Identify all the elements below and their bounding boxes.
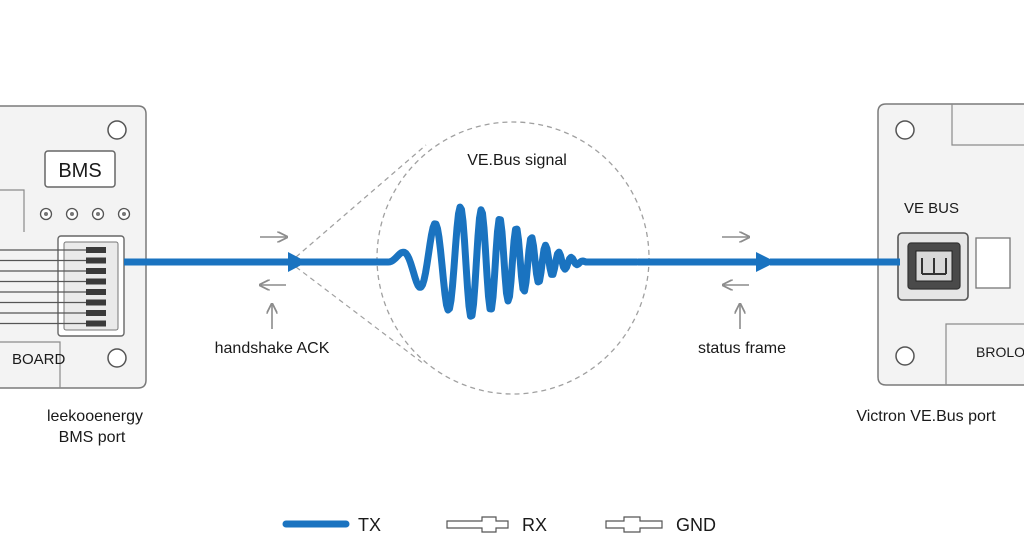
zoom-label: VE.Bus signal: [467, 152, 567, 169]
status-frame-note: status frame: [698, 340, 786, 357]
left-caption-line1: leekooenergy: [47, 408, 143, 425]
board-label: BOARD: [12, 351, 66, 368]
vebus-waveform: [384, 203, 641, 320]
ribbon-pin: [86, 268, 106, 274]
mount-hole: [107, 120, 127, 140]
legend-gnd-label: GND: [676, 515, 716, 535]
ve-bus-port-label: VE BUS: [904, 200, 959, 217]
test-pads: [39, 207, 131, 221]
ribbon-pin: [86, 278, 106, 285]
legend-rx-swatch: [446, 516, 509, 533]
mount-hole: [895, 120, 915, 140]
ribbon-pin: [86, 299, 106, 306]
bms-chip-label: BMS: [58, 160, 101, 182]
left-bms-board: BMS BOARD: [0, 105, 147, 389]
right-victron-board: VE BUS BROLO: [877, 103, 1024, 386]
left-caption-line2: BMS port: [59, 429, 126, 446]
ribbon-pin: [86, 310, 106, 316]
mount-hole: [895, 346, 915, 366]
board-label: BROLO: [976, 344, 1024, 360]
legend-rx-label: RX: [522, 515, 547, 535]
ribbon-pin: [86, 320, 106, 327]
right-caption: Victron VE.Bus port: [856, 408, 996, 425]
ribbon-pin: [86, 247, 106, 253]
legend-gnd-swatch: [605, 516, 663, 533]
direction-arrows: [260, 237, 749, 329]
ribbon-pins: [0, 247, 106, 327]
legend-tx-label: TX: [358, 515, 381, 535]
bms-chip: [44, 150, 116, 188]
legend: TX RX GND: [282, 515, 716, 535]
tx-line: [124, 203, 900, 320]
ribbon-pin: [86, 257, 106, 264]
mount-hole: [107, 348, 127, 368]
handshake-note: handshake ACK: [215, 340, 330, 357]
signal-zoom: VE.Bus signal: [295, 121, 650, 395]
ribbon-pin: [86, 289, 106, 295]
